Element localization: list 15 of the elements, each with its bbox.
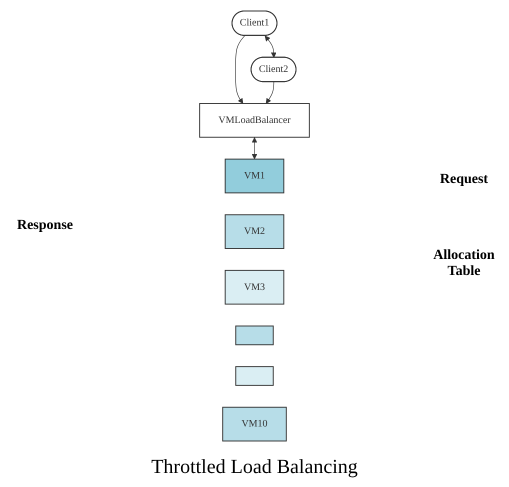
caption: Throttled Load Balancing (151, 456, 358, 479)
text-label: Allocation Table (432, 248, 496, 280)
arrow (252, 137, 258, 160)
arrow (264, 36, 276, 58)
node-box: VM10 (222, 406, 287, 442)
node-box: VM2 (224, 214, 284, 249)
node-box: VMLoadBalancer (199, 103, 310, 138)
arrow (266, 82, 274, 104)
arrow (235, 35, 246, 104)
node-box: VM1 (224, 158, 284, 194)
node-bar (235, 366, 274, 386)
text-label: Response (16, 218, 73, 234)
text-label: Request (440, 172, 488, 188)
node-bar (235, 326, 274, 346)
node-box: VM3 (224, 270, 284, 305)
